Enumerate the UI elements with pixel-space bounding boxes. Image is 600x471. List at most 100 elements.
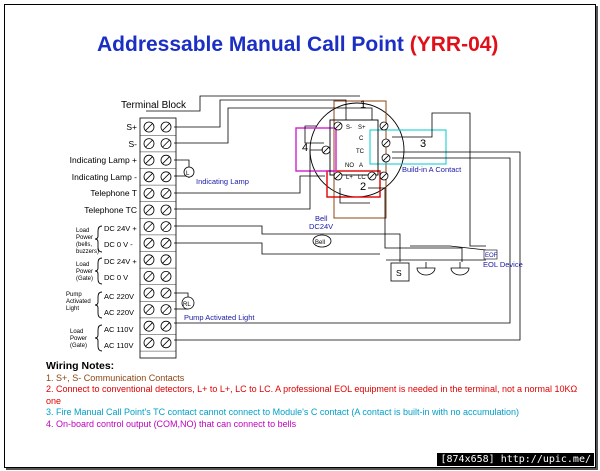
- svg-text:AC 110V: AC 110V: [104, 341, 133, 350]
- screw-slot: [162, 156, 170, 164]
- bell-device: Bell DC24V Bell: [309, 214, 333, 248]
- screw-slot: [145, 123, 153, 131]
- screw-slot: [382, 139, 390, 147]
- screw-slot: [382, 154, 390, 162]
- wire: [146, 95, 360, 112]
- screw-slot: [162, 289, 170, 297]
- svg-text:Bell: Bell: [315, 240, 325, 246]
- svg-text:EOF: EOF: [485, 253, 498, 259]
- zone-number: 2: [360, 181, 366, 193]
- contact-label: A: [359, 163, 363, 169]
- zone-number: 4: [302, 142, 308, 154]
- watermark: [874x658] http://upic.me/: [437, 453, 594, 466]
- note-item: 3. Fire Manual Call Point's TC contact c…: [46, 407, 519, 417]
- screw-slot: [162, 322, 170, 330]
- note-item: 1. S+, S- Communication Contacts: [46, 372, 185, 383]
- zone-4-box: [295, 127, 337, 172]
- terminal-label: S-: [129, 139, 138, 149]
- screw-slot: [368, 172, 376, 180]
- zone-3-box: [369, 129, 447, 165]
- screw-slot: [162, 256, 170, 264]
- diagram-frame: [4, 4, 596, 468]
- contact-label: S-: [346, 125, 352, 131]
- svg-text:Power: Power: [70, 336, 87, 342]
- detector-icon: [450, 267, 470, 276]
- terminal-label: Telephone T: [90, 188, 137, 198]
- bell-icon: [312, 234, 332, 248]
- eol-device-icon: [483, 249, 498, 260]
- svg-text:AC 220V: AC 220V: [104, 292, 134, 301]
- wiring-notes: Wiring Notes: 1. S+, S- Communication Co…: [46, 360, 586, 430]
- pump-light-icon: [181, 296, 195, 310]
- screw-slot: [334, 122, 342, 130]
- screw-slot: [162, 123, 170, 131]
- terminal-block-label: Terminal Block: [121, 100, 187, 111]
- svg-text:DC 24V +: DC 24V +: [104, 224, 137, 233]
- contact-label: LC: [358, 175, 366, 181]
- svg-text:Activated: Activated: [66, 299, 91, 305]
- screw-slot: [322, 146, 330, 154]
- svg-text:Pump: Pump: [66, 292, 82, 298]
- svg-text:Load: Load: [76, 228, 89, 234]
- svg-text:Power: Power: [76, 235, 93, 241]
- svg-text:Load: Load: [76, 262, 89, 268]
- svg-text:S: S: [396, 268, 402, 278]
- eol-label: EOL Device: [483, 260, 523, 269]
- svg-text:Light: Light: [66, 306, 79, 312]
- build-in-label: Build-in A Contact: [402, 165, 462, 174]
- screw-slot: [145, 322, 153, 330]
- title-model: (YRR-04): [410, 33, 499, 56]
- screw-slot: [145, 206, 153, 214]
- screw-slot: [145, 156, 153, 164]
- svg-text:(bells,: (bells,: [76, 242, 92, 248]
- notes-heading: Wiring Notes:: [46, 360, 115, 372]
- pump-light-device: RL Pump Activated Light: [181, 296, 255, 322]
- title: Addressable Manual Call Point (YRR-04): [97, 33, 498, 56]
- svg-text:(Gate): (Gate): [76, 276, 93, 282]
- svg-text:DC 0 V -: DC 0 V -: [104, 240, 133, 249]
- screw-slot: [145, 256, 153, 264]
- group-load-power-gate: Load Power (Gate) DC 24V + DC 0 V: [76, 257, 137, 285]
- svg-text:Power: Power: [76, 269, 93, 275]
- contact-label: TC: [356, 149, 365, 155]
- svg-text:DC24V: DC24V: [309, 222, 333, 231]
- screw-slot: [162, 305, 170, 314]
- indicating-lamp-device: L Indicating Lamp: [183, 166, 249, 186]
- group-load-power-gate-ac: Load Power (Gate) AC 110V AC 110V: [70, 324, 133, 352]
- detector-icon: [416, 267, 436, 276]
- lamp-label: Indicating Lamp: [196, 177, 249, 186]
- svg-text:Bell: Bell: [315, 214, 328, 223]
- note-item: 4. On-board control output (COM,NO) that…: [46, 418, 297, 429]
- zone-number: 1: [360, 99, 366, 111]
- screw-slot: [162, 173, 170, 181]
- call-point-module: 1 2 3 4 S- S+ C TC A NO L+ LC Build-in A…: [295, 99, 462, 219]
- module-screws: [321, 121, 391, 181]
- pump-light-label: Pump Activated Light: [184, 313, 255, 322]
- terminal-label: Telephone TC: [84, 205, 137, 215]
- screw-slot: [162, 239, 170, 247]
- contact-label: L+: [346, 175, 353, 181]
- screw-slot: [145, 305, 153, 314]
- terminal-label: S+: [126, 122, 137, 132]
- svg-text:L: L: [186, 171, 190, 177]
- contact-label: S+: [358, 125, 366, 131]
- screw-slot: [145, 239, 153, 247]
- screw-slot: [380, 122, 388, 130]
- svg-text:(Gate): (Gate): [70, 343, 87, 349]
- group-pump-activated-light: Pump Activated Light AC 220V AC 220V: [66, 291, 134, 319]
- title-main: Addressable Manual Call Point: [97, 33, 404, 56]
- terminal-block-frame: [139, 117, 177, 359]
- screw-slot: [162, 206, 170, 214]
- screw-slot: [162, 272, 170, 281]
- zone-number: 3: [420, 138, 426, 150]
- note-item: 2. Connect to conventional detectors, L+…: [46, 384, 578, 406]
- screw-slot: [145, 289, 153, 297]
- svg-text:DC 24V +: DC 24V +: [104, 257, 137, 266]
- contact-label: C: [359, 136, 364, 142]
- svg-text:DC 0 V: DC 0 V: [104, 273, 128, 282]
- lamp-icon: [183, 166, 195, 178]
- screw-slot: [145, 189, 153, 198]
- svg-text:Load: Load: [70, 329, 83, 335]
- svg-text:AC 110V: AC 110V: [104, 325, 133, 334]
